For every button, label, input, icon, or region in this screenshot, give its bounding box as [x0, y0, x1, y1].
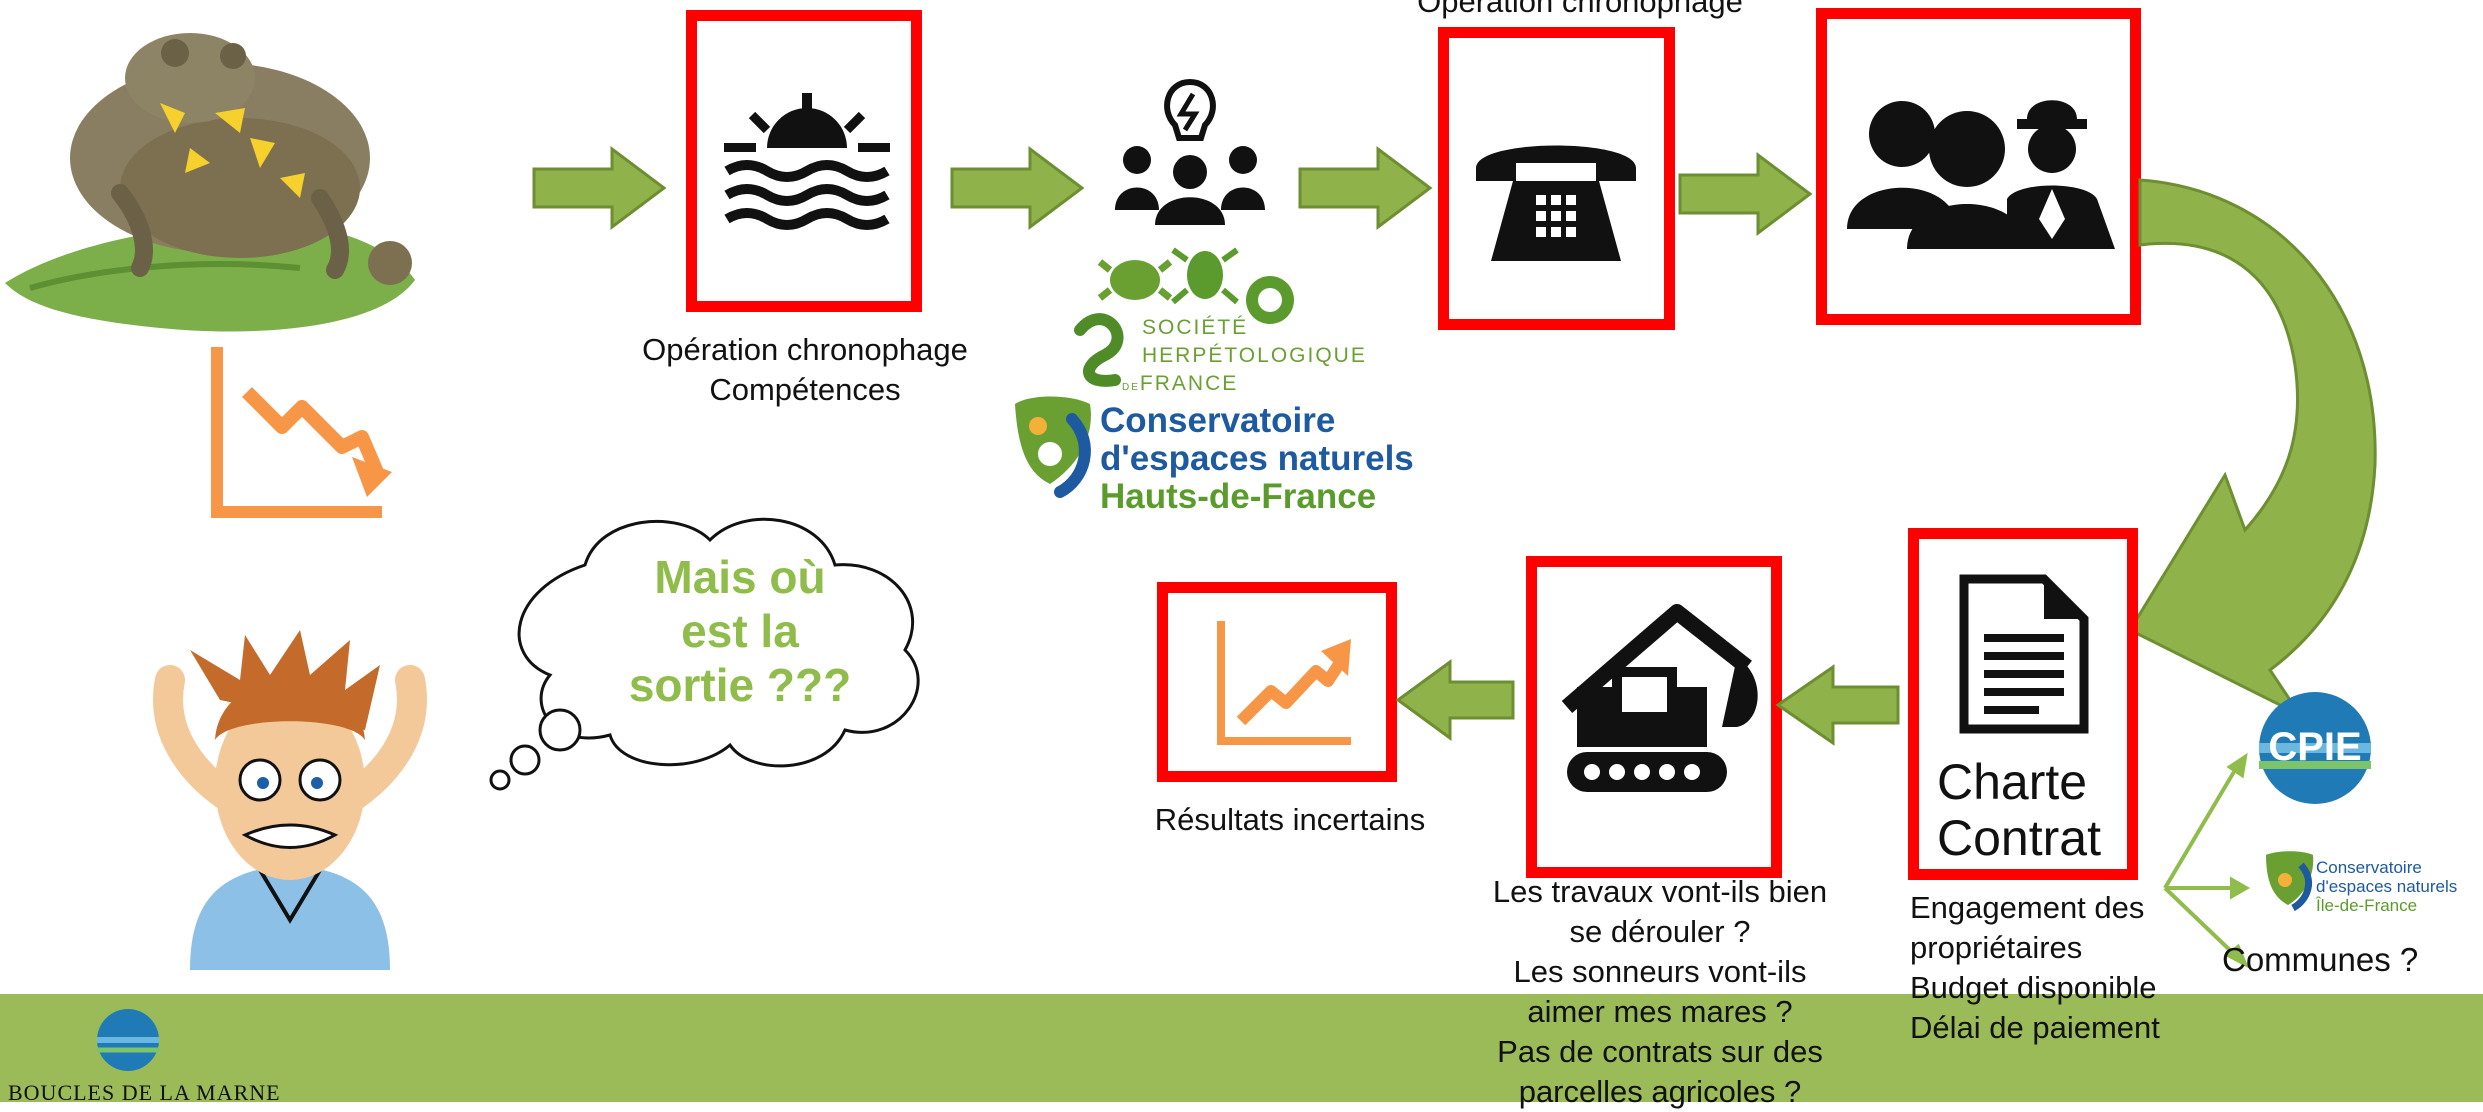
cen-idf-line2: d'espaces naturels	[2316, 877, 2458, 896]
cloud-text: Mais où est la sortie ???	[560, 550, 920, 712]
caption-box1-line1: Opération chronophage	[642, 332, 968, 367]
sunrise-icon	[724, 93, 890, 230]
flow-arrow-4	[1678, 152, 1813, 236]
shf-logo-animals	[1074, 247, 1294, 387]
caption-engagement: Engagement des propriétaires Budget disp…	[1910, 888, 2180, 1048]
shf-line2: HERPÉTOLOGIQUE	[1142, 344, 1367, 367]
caption-travaux-line1: Les travaux vont-ils bien	[1492, 874, 1828, 909]
caption-travaux-line6: parcelles agricoles ?	[1518, 1074, 1802, 1109]
caption-top-cut: Opération chronophage	[1417, 0, 1743, 19]
branch-arrows	[2163, 752, 2251, 969]
step-box-telephone	[1438, 27, 1675, 330]
caption-engagement-line3: Budget disponible	[1910, 970, 2157, 1005]
caption-engagement-line4: Délai de paiement	[1910, 1010, 2160, 1045]
team-idea-icon	[1115, 78, 1265, 225]
flow-arrow-2	[950, 146, 1085, 230]
shf-line1: SOCIÉTÉ	[1142, 316, 1249, 339]
caption-box1: Opération chronophage Compétences	[620, 330, 990, 410]
flow-arrow-1	[532, 146, 667, 230]
cen-hdf-logo-mark	[1015, 396, 1091, 498]
trend-up-icon	[1217, 621, 1351, 745]
step-box-charte: Charte Contrat	[1908, 528, 2138, 880]
cpie-logo: CPIE	[2259, 692, 2371, 804]
cloud-line2: est la	[681, 605, 799, 657]
trend-down-icon	[211, 347, 392, 518]
caption-resultats: Résultats incertains	[1154, 802, 1426, 837]
thought-cloud	[489, 517, 920, 791]
cen-hdf-logo-text: Conservatoire d'espaces naturels Hauts-d…	[1100, 402, 1414, 516]
footer-org-name: BOUCLES DE LA MARNE	[8, 1080, 281, 1105]
footer-band	[0, 994, 2483, 1102]
document-icon	[1959, 574, 2089, 734]
cen-hdf-line1: Conservatoire	[1100, 401, 1336, 440]
step-box-excavator	[1526, 556, 1782, 878]
flow-arrow-left-2	[1775, 664, 1900, 746]
step-box-people	[1816, 8, 2141, 325]
caption-travaux: Les travaux vont-ils bien se dérouler ? …	[1470, 872, 1850, 1112]
cen-idf-line3: Île-de-France	[2316, 896, 2418, 915]
toad-illustration	[5, 33, 415, 332]
caption-travaux-line3: Les sonneurs vont-ils	[1513, 954, 1807, 989]
caption-box1-line2: Compétences	[709, 372, 901, 407]
telephone-icon	[1476, 145, 1636, 261]
cen-idf-logo-mark	[2266, 851, 2314, 912]
shf-de: DE	[1122, 382, 1140, 393]
caption-engagement-line1: Engagement des	[1910, 890, 2145, 925]
flow-arrow-3	[1298, 146, 1433, 230]
footer-cpie-logo	[97, 1009, 159, 1071]
cloud-line1: Mais où	[654, 551, 826, 603]
charte-text: Charte Contrat	[1937, 754, 2101, 866]
shf-line3: FRANCE	[1139, 372, 1239, 395]
curved-arrow	[2127, 178, 2377, 719]
cen-hdf-line2: d'espaces naturels	[1100, 439, 1414, 478]
cloud-line3: sortie ???	[628, 659, 852, 711]
step-box-sunrise	[686, 10, 922, 312]
excavator-icon	[1561, 604, 1758, 792]
shf-logo-text: SOCIÉTÉ HERPÉTOLOGIQUE DEFRANCE	[1122, 314, 1367, 402]
caption-travaux-line4: aimer mes mares ?	[1527, 994, 1793, 1029]
charte-line1: Charte	[1937, 754, 2088, 810]
caption-travaux-line5: Pas de contrats sur des	[1497, 1034, 1823, 1069]
people-worker-icon	[1847, 100, 2115, 249]
shf-line3-wrap: DEFRANCE	[1122, 370, 1347, 402]
caption-communes: Communes ?	[2222, 941, 2419, 978]
caption-travaux-line2: se dérouler ?	[1569, 914, 1751, 949]
charte-line2: Contrat	[1937, 810, 2101, 866]
caption-engagement-line2: propriétaires	[1910, 930, 2083, 965]
frustrated-man-illustration	[153, 630, 427, 970]
cpie-logo-text: CPIE	[2268, 725, 2361, 769]
flow-arrow-left-1	[1395, 659, 1515, 741]
cen-idf-logo-text: Conservatoire d'espaces naturels Île-de-…	[2316, 858, 2457, 915]
step-box-results	[1157, 582, 1397, 782]
cen-idf-line1: Conservatoire	[2316, 858, 2422, 877]
cen-hdf-line3: Hauts-de-France	[1100, 477, 1377, 516]
